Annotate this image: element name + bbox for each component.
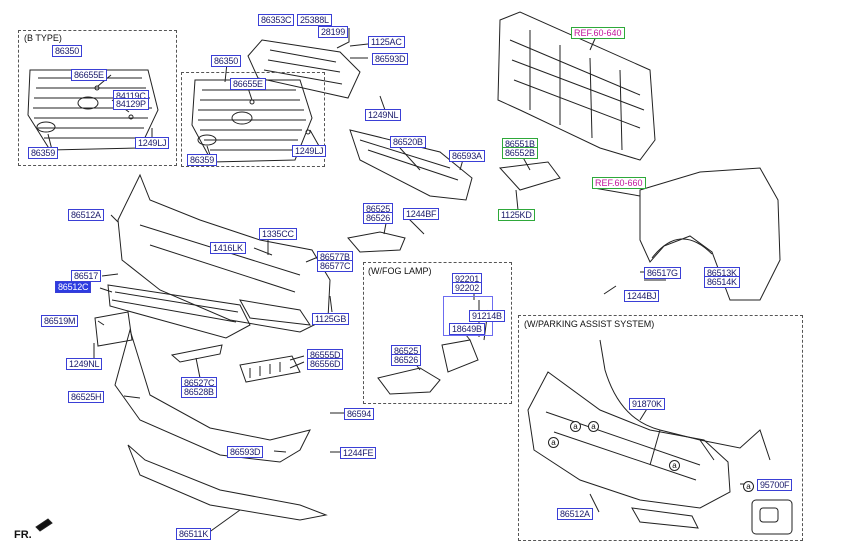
part-86350[interactable]: 86350 [52, 45, 83, 57]
part-1249NL[interactable]: 1249NL [365, 109, 402, 121]
part-1249LJ[interactable]: 1249LJ [135, 137, 170, 149]
section-b-type: (B TYPE) [24, 33, 62, 43]
part-1249LJ[interactable]: 1249LJ [292, 145, 327, 157]
wiring-harness-drawing [599, 339, 771, 466]
part-86520B[interactable]: 86520B [390, 136, 426, 148]
part-86359[interactable]: 86359 [187, 154, 218, 166]
front-marker: FR. [14, 529, 32, 541]
part-91214B[interactable]: 91214B [469, 310, 505, 322]
part-86528B[interactable]: 86528B [181, 386, 217, 398]
fog-lamp-frame [363, 262, 512, 404]
part-86556D[interactable]: 86556D [307, 358, 344, 370]
grille-frame [181, 72, 325, 167]
part-86512A[interactable]: 86512A [68, 209, 104, 221]
part-86593A[interactable]: 86593A [449, 150, 485, 162]
b-type-frame [18, 30, 177, 166]
lower-lip-drawing [127, 444, 328, 521]
part-95700F[interactable]: 95700F [757, 479, 793, 491]
part-86526[interactable]: 86526 [363, 212, 394, 224]
fog-bezel-drawing [347, 231, 406, 253]
part-86593D[interactable]: 86593D [227, 446, 264, 458]
part-1244FE[interactable]: 1244FE [340, 447, 377, 459]
part-91870K[interactable]: 91870K [629, 398, 665, 410]
part-86552B[interactable]: 86552B [502, 147, 538, 159]
part-86577C[interactable]: 86577C [317, 260, 354, 272]
parking-assist-frame [518, 315, 803, 541]
fender-drawing [639, 167, 781, 301]
section-fog-lamp: (W/FOG LAMP) [368, 266, 432, 276]
part-18649B[interactable]: 18649B [449, 323, 485, 335]
part-86350[interactable]: 86350 [211, 55, 242, 67]
part-86514K[interactable]: 86514K [704, 276, 740, 288]
lower-grille-drawing [107, 284, 251, 339]
part-86655E[interactable]: 86655E [230, 78, 266, 90]
part-86526[interactable]: 86526 [391, 354, 422, 366]
part-86511K[interactable]: 86511K [176, 528, 212, 540]
section-parking-assist: (W/PARKING ASSIST SYSTEM) [524, 319, 655, 329]
part-86512C-selected[interactable]: 86512C [55, 281, 92, 293]
bumper-pas-drawing [527, 371, 731, 529]
callout-a: a [743, 481, 754, 492]
trim-drawing [170, 344, 223, 363]
ref-60-660[interactable]: REF.60-660 [592, 177, 646, 189]
part-86512A[interactable]: 86512A [557, 508, 593, 520]
front-end-carrier-drawing [497, 11, 656, 161]
part-86353C[interactable]: 86353C [258, 14, 295, 26]
part-92202[interactable]: 92202 [452, 282, 483, 294]
part-86593D[interactable]: 86593D [372, 53, 409, 65]
part-86517G[interactable]: 86517G [644, 267, 681, 279]
part-28199[interactable]: 28199 [318, 26, 349, 38]
part-25388L[interactable]: 25388L [297, 14, 332, 26]
skid-plate-drawing [114, 328, 311, 463]
part-1125AC[interactable]: 1125AC [368, 36, 405, 48]
garnish-drawing [239, 355, 301, 383]
energy-absorber-drawing [349, 129, 473, 201]
part-86519M[interactable]: 86519M [41, 315, 79, 327]
upper-cover-drawing [247, 39, 361, 99]
sensor-drawing [759, 507, 779, 523]
plate-bracket-drawing [94, 311, 133, 347]
ref-60-640[interactable]: REF.60-640 [571, 27, 625, 39]
part-1244BF[interactable]: 1244BF [403, 208, 440, 220]
part-1416LK[interactable]: 1416LK [210, 242, 246, 254]
part-86594[interactable]: 86594 [344, 408, 375, 420]
front-arrow-icon [35, 518, 53, 532]
bracket-drawing [498, 161, 561, 191]
part-1249NL[interactable]: 1249NL [66, 358, 103, 370]
part-1125KD[interactable]: 1125KD [498, 209, 535, 221]
part-84129P[interactable]: 84129P [113, 98, 149, 110]
part-1244BJ[interactable]: 1244BJ [624, 290, 660, 302]
callout-a: a [669, 460, 680, 471]
part-1335CC[interactable]: 1335CC [259, 228, 297, 240]
callout-a: a [588, 421, 599, 432]
part-86525H[interactable]: 86525H [68, 391, 105, 403]
part-86359[interactable]: 86359 [28, 147, 59, 159]
part-1125GB[interactable]: 1125GB [312, 313, 350, 325]
callout-a: a [548, 437, 559, 448]
part-86655E[interactable]: 86655E [71, 69, 107, 81]
callout-a: a [570, 421, 581, 432]
fog-lamp-drawing [441, 339, 479, 373]
